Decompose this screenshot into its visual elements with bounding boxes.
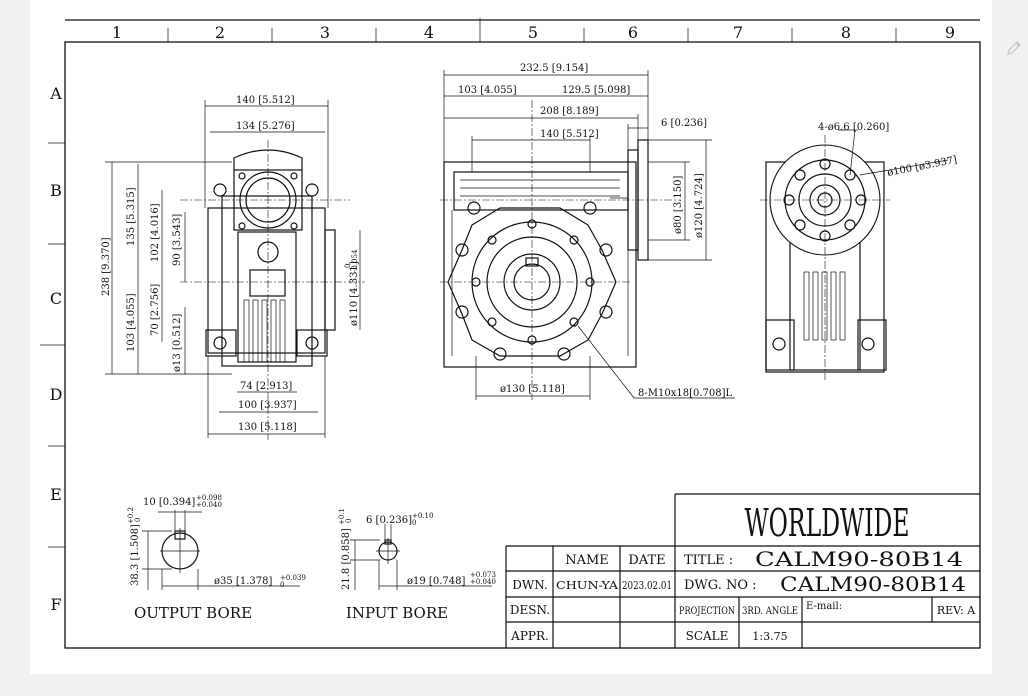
input-bore-key-tol-lower: 0 [412, 519, 416, 527]
flange-view: 4-ø6.6 [0.260] ø100 [ø3.937] [760, 122, 958, 380]
output-bore-depth-tol-lower: 0 [134, 518, 142, 522]
appr-label: APPR. [510, 629, 549, 643]
name-header: NAME [565, 553, 609, 568]
dwg-label: DWG. NO : [684, 578, 757, 593]
dim-side-90: 90 [3.543] [172, 214, 183, 266]
projection-value: 3RD. ANGLE [742, 606, 798, 617]
dim-front-140: 140 [5.512] [540, 129, 599, 140]
output-bore-depth-tol: +0.2 [127, 507, 135, 524]
date-header: DATE [628, 553, 665, 568]
email-label: E-mail: [806, 601, 842, 612]
output-bore-bore-tol-lower: 0 [280, 581, 284, 589]
input-bore-depth-tol-lower: 0 [345, 519, 353, 523]
dim-side-d110: ø110 [4.331] [349, 261, 360, 326]
output-bore-key: 10 [0.394] [143, 497, 195, 508]
side-view: 140 [5.512] 134 [5.276] 238 [9.370] 135 … [101, 95, 365, 440]
output-bore-bore-tol-upper: +0.039 [280, 574, 306, 582]
rev-label: REV: A [937, 604, 976, 617]
grid-row-e: E [50, 485, 62, 504]
grid-column-labels: 1 2 3 4 5 6 7 8 9 [112, 23, 955, 42]
input-bore-depth: 21.8 [0.858] [341, 528, 352, 590]
grid-row-a: A [49, 84, 62, 103]
output-bore-label: OUTPUT BORE [134, 604, 252, 622]
grid-col-1: 1 [112, 23, 122, 42]
grid-col-3: 3 [320, 23, 330, 42]
grid-col-5: 5 [528, 23, 538, 42]
dim-front-d120: ø120 [4.724] [694, 173, 705, 238]
dwn-name: CHUN-YA [556, 579, 619, 592]
title-block: WORLDWIDE NAME DATE DWN. CHUN-YA 2023.02… [505, 493, 980, 648]
input-bore-bore: ø19 [0.748] [407, 576, 465, 587]
desn-label: DESN. [510, 603, 550, 617]
input-bore-key-tol-upper: +0.10 [412, 512, 433, 520]
company-name: WORLDWIDE [745, 501, 910, 545]
dim-side-d13: ø13 [0.512] [172, 314, 183, 372]
dim-side-74: 74 [2.913] [240, 381, 292, 392]
dim-side-130: 130 [5.118] [238, 422, 297, 433]
dim-side-134: 134 [5.276] [236, 121, 295, 132]
dim-side-103: 103 [4.055] [126, 293, 137, 352]
grid-col-9: 9 [945, 23, 955, 42]
scale-label: SCALE [686, 629, 729, 643]
dim-side-d110-tol-upper: 0 [344, 264, 352, 268]
dim-front-6: 6 [0.236] [661, 118, 707, 129]
input-bore-label: INPUT BORE [346, 604, 448, 622]
output-bore-bore: ø35 [1.378] [214, 576, 272, 587]
grid-ticks [40, 18, 897, 548]
dim-front-d130: ø130 [5.118] [500, 384, 565, 395]
grid-row-b: B [50, 181, 62, 200]
dim-side-238: 238 [9.370] [101, 237, 112, 296]
input-bore-bore-tol-upper: +0.073 [470, 571, 496, 579]
title-value: CALM90-80B14 [755, 547, 963, 571]
grid-row-d: D [50, 385, 63, 404]
dim-side-100: 100 [3.937] [238, 400, 297, 411]
dim-front-thread: 8-M10x18[0.708]L [638, 388, 733, 399]
grid-col-6: 6 [628, 23, 638, 42]
dim-front-103: 103 [4.055] [458, 85, 517, 96]
grid-row-f: F [50, 595, 61, 614]
output-bore-depth: 38.3 [1.508] [130, 524, 141, 586]
title-label: TITLE : [684, 553, 733, 568]
grid-row-c: C [50, 289, 62, 308]
grid-col-7: 7 [733, 23, 743, 42]
pencil-icon[interactable] [1004, 38, 1024, 58]
drawing-sheet [30, 0, 992, 674]
dwg-value: CALM90-80B14 [780, 572, 966, 596]
grid-col-4: 4 [424, 23, 434, 42]
dim-front-129: 129.5 [5.098] [562, 85, 630, 96]
input-bore-depth-tol: +0.1 [338, 508, 346, 525]
grid-row-labels: A B C D E F [49, 84, 62, 614]
dim-front-232: 232.5 [9.154] [520, 63, 588, 74]
dim-front-208: 208 [8.189] [540, 106, 599, 117]
dim-side-102: 102 [4.016] [150, 203, 161, 262]
projection-label: PROJECTION [679, 606, 735, 617]
dim-front-d80: ø80 [3.150] [673, 176, 684, 234]
scale-value: 1:3.75 [752, 630, 787, 643]
dim-flange-d100: ø100 [ø3.937] [886, 155, 958, 179]
output-bore-key-tol-upper: +0.098 [196, 494, 222, 502]
input-bore-bore-tol-lower: +0.040 [470, 578, 496, 586]
dim-side-135: 135 [5.315] [126, 187, 137, 246]
dim-side-70: 70 [2.756] [150, 284, 161, 336]
dim-side-d110-tol-lower: -0.054 [351, 249, 359, 272]
dim-flange-holes: 4-ø6.6 [0.260] [818, 122, 889, 133]
dim-side-140: 140 [5.512] [236, 95, 295, 106]
input-bore-detail: 6 [0.236] +0.10 0 21.8 [0.858] +0.1 0 ø1… [338, 508, 496, 622]
dwn-date: 2023.02.01 [622, 579, 672, 592]
input-bore-key: 6 [0.236] [366, 515, 412, 526]
front-view: 232.5 [9.154] 103 [4.055] 129.5 [5.098] … [440, 63, 735, 400]
grid-col-8: 8 [841, 23, 851, 42]
output-bore-key-tol-lower: +0.040 [196, 501, 222, 509]
grid-col-2: 2 [215, 23, 225, 42]
dwn-label: DWN. [512, 578, 548, 592]
output-bore-detail: 10 [0.394] +0.098 +0.040 38.3 [1.508] +0… [127, 494, 306, 622]
